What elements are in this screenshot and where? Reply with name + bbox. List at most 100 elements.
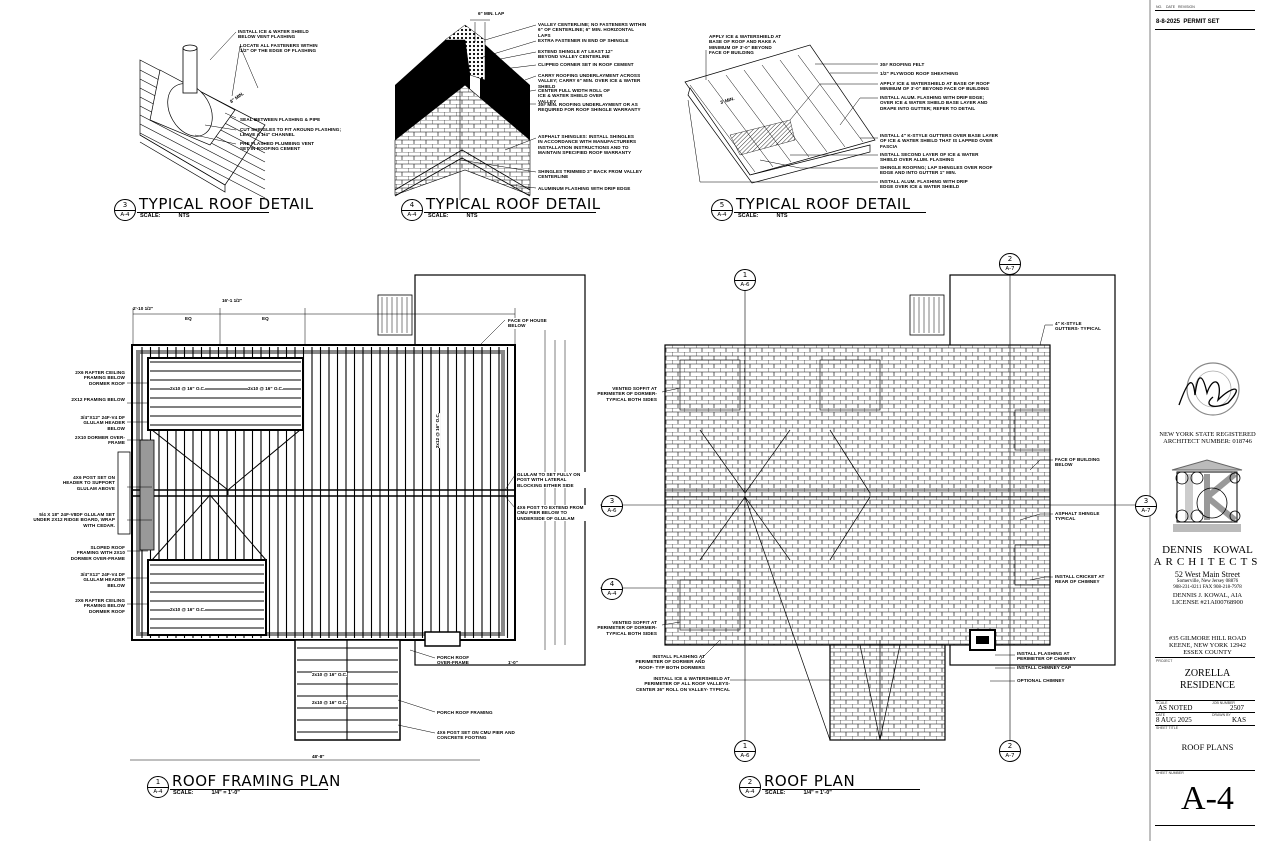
detail-3-note: PRE FLASHED PLUMBING VENT SET IN ROOFING…: [240, 141, 315, 152]
architect-seal-signature: [1173, 355, 1245, 423]
detail-3-note: CUT SHINGLES TO FIT AROUND FLASHING; LEA…: [240, 127, 342, 138]
framing-note: PORCH ROOF FRAMING: [437, 710, 493, 715]
dimension: 2'-10 1/2": [133, 306, 154, 311]
sheet-ref: A-4: [153, 789, 163, 795]
detail-5-note: SHINGLE ROOFING; LAP SHINGLES OVER ROOF …: [880, 165, 993, 176]
scale-label: SCALE:: [173, 790, 194, 796]
detail-3-note: INSTALL ICE & WATER SHIELD BELOW VENT FL…: [238, 29, 309, 40]
title-text: TYPICAL ROOF DETAIL: [426, 195, 601, 213]
roof-plan-note: INSTALL FLASHING AT PERIMETER OF CHIMNEY: [1017, 651, 1076, 662]
firm-logo: [1167, 458, 1247, 538]
scale-label: SCALE: [1156, 701, 1168, 705]
title-text: TYPICAL ROOF DETAIL: [139, 195, 314, 213]
section-number: 2: [1000, 741, 1020, 752]
detail-3-note: SEAL BETWEEN FLASHING & PIPE: [240, 117, 321, 122]
dimension: 48'-8": [312, 754, 325, 759]
roof-plan-note: FACE OF BUILDING BELOW: [1055, 457, 1100, 468]
section-number: 2: [1000, 254, 1020, 265]
project-name: ZORELLA RESIDENCE: [1150, 668, 1265, 692]
detail-3-note: LOCATE ALL FASTENERS WITHIN 1/2" OF THE …: [240, 43, 318, 54]
line: [689, 84, 756, 173]
spacing-label: 2x10 @ 16" O.C.: [312, 672, 348, 677]
drawn-by-value: KAS: [1232, 716, 1247, 724]
detail-3-drawing: [139, 31, 266, 199]
framing-note: 2x12 FRAMING BELOW: [71, 397, 125, 402]
firm-name: DENNIS KOWAL: [1162, 544, 1253, 556]
sheet-ref: A-6: [607, 508, 617, 514]
detail-4-drawing: [394, 19, 537, 200]
sheet-ref: A-4: [717, 212, 727, 218]
project-label: PROJECT: [1156, 659, 1173, 663]
framing-note: 2x10 DORMER OVER-FRAME: [75, 435, 125, 446]
spacing-label: 2x12 @ 16" O.C.: [435, 412, 441, 449]
sheet-number-label: SHEET NUMBER: [1156, 771, 1184, 775]
scale-label: SCALE:: [428, 213, 449, 219]
architect-license: LICENSE #21AI00768900: [1172, 599, 1243, 606]
scale-value: NTS: [466, 213, 478, 219]
sheet-ref: A-7: [1005, 266, 1015, 272]
detail-5-scale: SCALE:NTS: [738, 213, 805, 219]
scale-value: 1/4" = 1'-0": [211, 790, 240, 796]
line: [139, 132, 266, 199]
detail-4-note: CENTER FULL WIDTH ROLL OF ICE & WATER SH…: [538, 88, 610, 104]
roof-plan-note: ASPHALT SHINGLE TYPICAL: [1055, 511, 1100, 522]
site-address: #35 GILMORE HILL ROAD KEENE, NEW YORK 12…: [1150, 635, 1265, 656]
detail-3-scale: SCALE:NTS: [140, 213, 207, 219]
detail-4-note: ASPHALT SHINGLES: INSTALL SHINGLES IN AC…: [538, 134, 637, 156]
framing-note: 3/4"x12" 24F-V4 DF GLULAM HEADER BELOW: [80, 572, 125, 588]
roof-plan-drawing: [600, 255, 1140, 760]
detail-4-note: CLIPPED CORNER SET IN ROOF CEMENT: [538, 62, 634, 67]
detail-5-note: APPLY ICE & WATERSHIELD AT BASE OF ROOF …: [880, 81, 990, 92]
roof-plan-note: INSTALL FLASHING AT PERIMETER OF DORMER …: [635, 654, 705, 670]
sheet-ref: A-7: [1141, 508, 1151, 514]
detail-4-note: SHINGLES TRIMMED 2" BACK FROM VALLEY CEN…: [538, 169, 643, 180]
detail-5-note: 1/2" PLYWOOD ROOF SHEATHING: [880, 71, 959, 76]
roof-plan-note: VENTED SOFFIT AT PERIMETER OF DORMER- TY…: [597, 620, 657, 636]
detail-5-title: TYPICAL ROOF DETAIL: [734, 197, 926, 213]
sheet-title: ROOF PLANS: [1181, 742, 1234, 752]
detail-5-note: INSTALL SECOND LAYER OF ICE & WATER SHIE…: [880, 152, 979, 163]
sheet-ref: A-6: [740, 753, 750, 759]
sheet-ref: A-7: [1005, 753, 1015, 759]
framing-note: 4x6 POST SET ON CMU PIER AND CONCRETE FO…: [437, 730, 515, 741]
roof-plan-title: ROOF PLAN: [762, 774, 920, 790]
site-address-line: #35 GILMORE HILL ROAD: [1168, 635, 1247, 642]
sheet-ref: A-4: [407, 212, 417, 218]
site-address-line: KEENE, NEW YORK 12942: [1169, 642, 1246, 649]
line: [761, 64, 828, 153]
sheet-ref: A-6: [740, 282, 750, 288]
architect-name: DENNIS J. KOWAL, AIA: [1172, 592, 1243, 599]
line: [743, 69, 810, 158]
scale-label: SCALE:: [765, 790, 786, 796]
detail-number: 3: [115, 200, 135, 211]
seal-text: NEW YORK STATE REGISTERED ARCHITECT NUMB…: [1159, 431, 1256, 445]
date-label: DATE: [1156, 713, 1166, 717]
sheet-ref: A-4: [120, 212, 130, 218]
rev-header-revision: REVISION: [1178, 5, 1195, 9]
title-text: ROOF PLAN: [764, 772, 856, 790]
framing-note: GLULAM TO SET FULLY ON POST WITH LATERAL…: [517, 472, 587, 489]
section-number: 4: [602, 579, 622, 590]
site-county: ESSEX COUNTY: [1183, 649, 1232, 656]
framing-note: 3/4"x12" 24F-V4 DF GLULAM HEADER BELOW: [80, 415, 125, 431]
detail-4-note: VALLEY CENTERLINE; NO FASTENERS WITHIN 6…: [538, 22, 647, 38]
line: [779, 59, 846, 148]
roof-plan-scale: SCALE:1/4" = 1'-0": [765, 790, 850, 796]
detail-5-note: INSTALL 4" K-STYLE GUTTERS OVER BASE LAY…: [880, 133, 999, 149]
line: [797, 54, 864, 143]
firm-phone: 908-231-0211 FAX 908-218-7978: [1173, 585, 1242, 590]
revision-entry: 8-8-2025 PERMIT SET: [1156, 19, 1220, 25]
detail-number: 4: [402, 200, 422, 211]
